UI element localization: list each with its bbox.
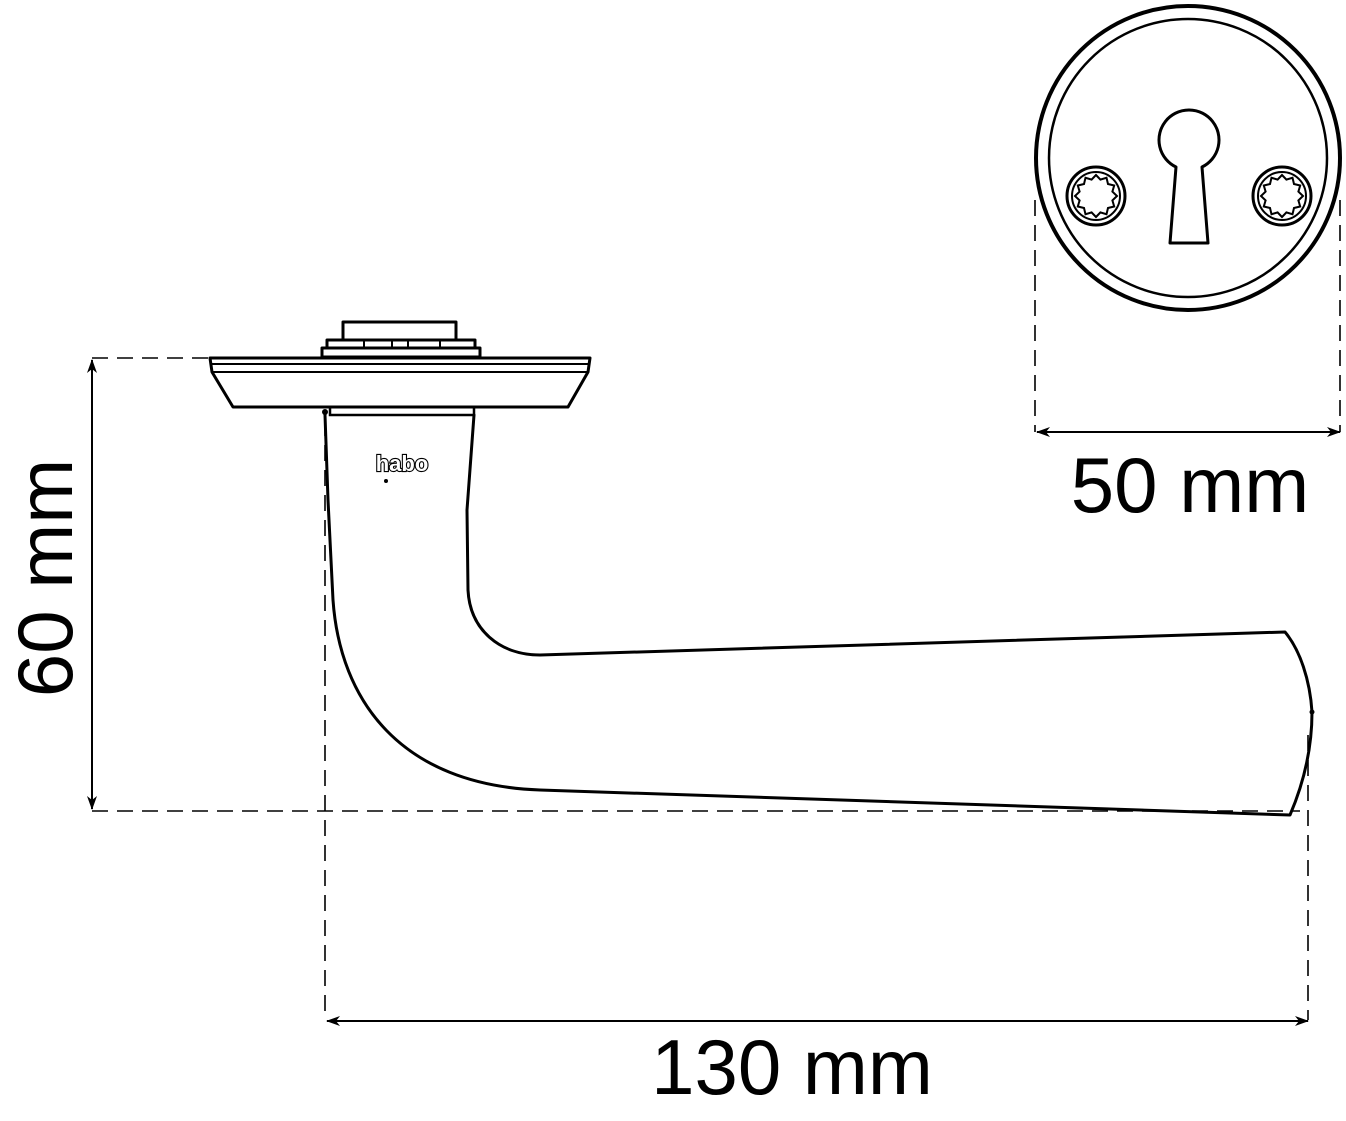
- escutcheon-view: [1034, 4, 1342, 312]
- height-label: 60 mm: [1, 459, 89, 697]
- brand-logo: habo: [376, 451, 429, 476]
- spindle-cap: [341, 320, 458, 342]
- dimension-length: 130 mm: [324, 420, 1309, 1111]
- keyhole-icon: [1157, 108, 1221, 245]
- escutcheon-inner-ring: [1047, 17, 1329, 299]
- lever-handle: habo: [322, 409, 1315, 817]
- dimension-height: 60 mm: [1, 357, 1300, 812]
- escutcheon-outer-ring: [1034, 4, 1342, 312]
- rose-side-view: [208, 320, 592, 417]
- screw-right-icon: [1251, 165, 1313, 227]
- lever-outline: [323, 413, 1314, 817]
- rose-plate: [208, 356, 592, 409]
- screw-left-icon: [1065, 165, 1127, 227]
- diameter-label: 50 mm: [1071, 441, 1309, 529]
- length-label: 130 mm: [651, 1023, 933, 1111]
- dimension-diameter: 50 mm: [1034, 200, 1341, 529]
